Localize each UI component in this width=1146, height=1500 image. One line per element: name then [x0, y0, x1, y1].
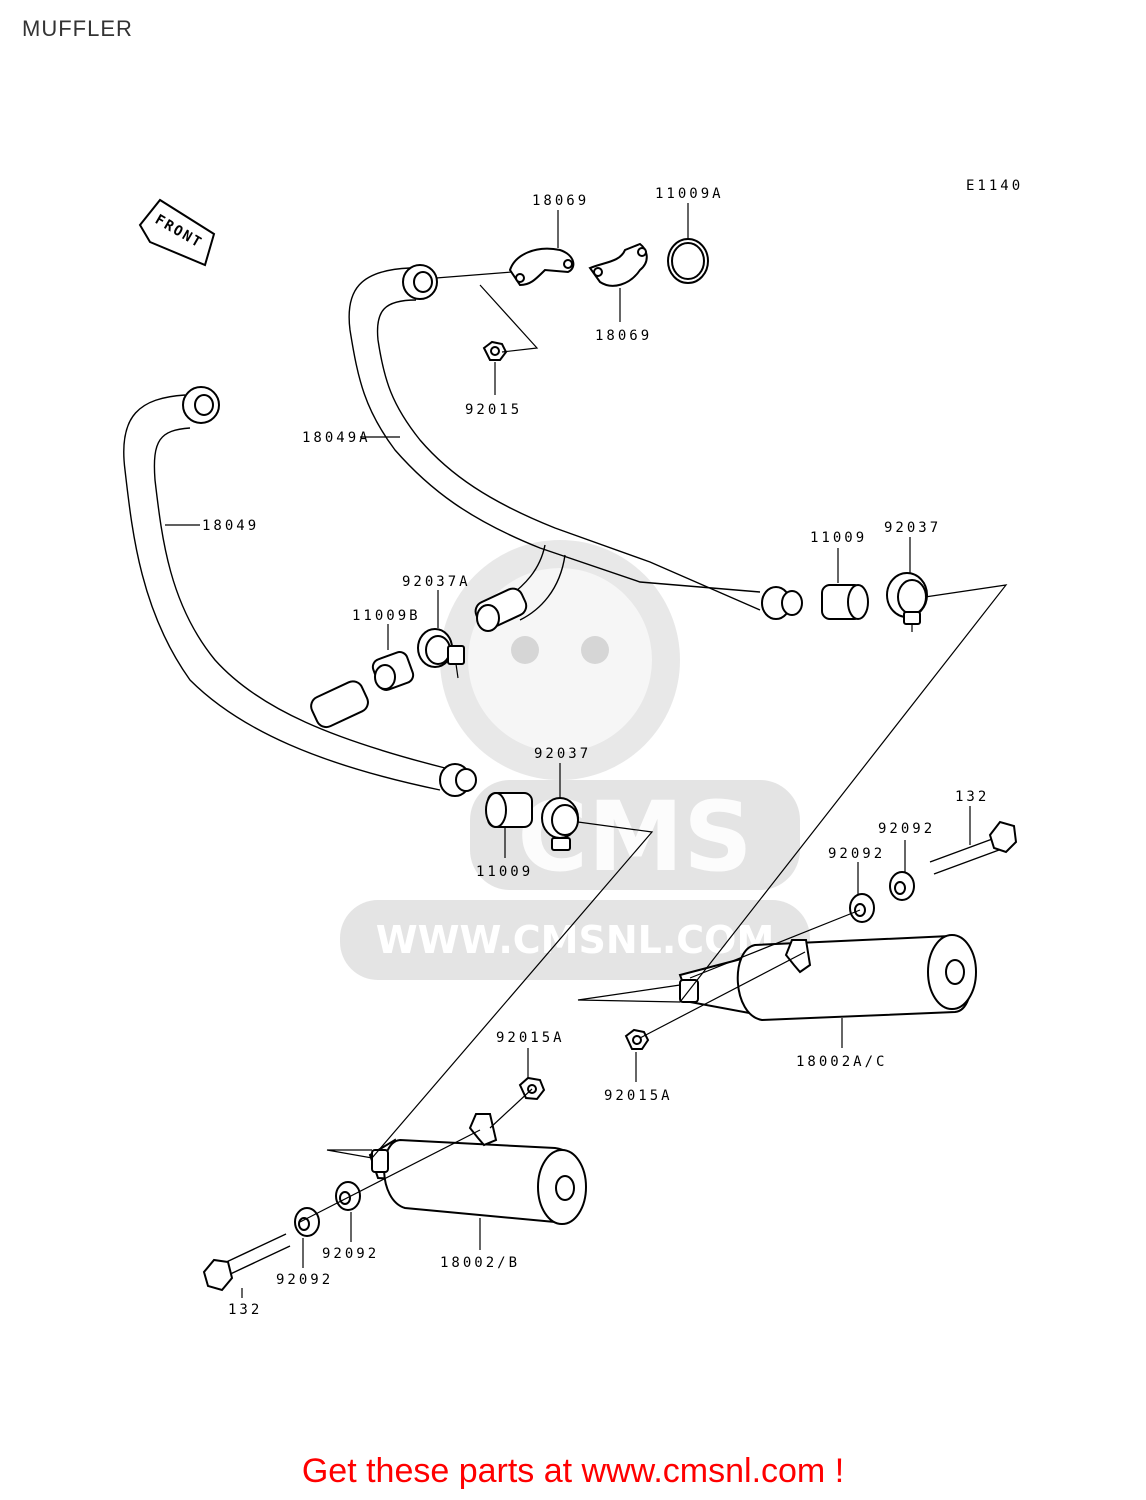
- muffler-parts-diagram: CMS WWW.CMSNL.COM FRONT: [123, 178, 1023, 1318]
- callout-92037-lower: 92037: [534, 746, 591, 762]
- leader-lines: [165, 203, 1008, 1298]
- collar-92092-lower-a: [335, 1181, 361, 1211]
- exhaust-pipe-18049: [123, 386, 477, 797]
- callout-18069-upper: 18069: [532, 193, 589, 209]
- footer-promo-text: Get these parts at www.cmsnl.com !: [301, 1452, 845, 1490]
- bolt-132-lower: [202, 1233, 291, 1292]
- watermark-url-badge: [340, 900, 810, 980]
- nut-92015A-lower: [518, 1076, 546, 1101]
- callout-11009-lower: 11009: [476, 864, 533, 880]
- callout-92092-upper-a: 92092: [828, 846, 885, 862]
- collar-92092-upper-a: [849, 893, 875, 923]
- ref-code-label: E1140: [966, 178, 1023, 194]
- callout-18049: 18049: [202, 518, 259, 534]
- callout-92092-upper-b: 92092: [878, 821, 935, 837]
- clamp-18069-lower: [588, 242, 648, 287]
- clamp-18069-upper: [508, 247, 575, 287]
- callout-92015A-lower: 92015A: [496, 1030, 565, 1046]
- collar-92092-lower-b: [294, 1207, 320, 1237]
- muffler-18002-B: [368, 1113, 587, 1225]
- callout-18049A: 18049A: [302, 430, 371, 446]
- page-title: MUFFLER: [22, 16, 133, 41]
- watermark-url-text: WWW.CMSNL.COM: [376, 918, 775, 962]
- callout-92092-lower-b: 92092: [276, 1272, 333, 1288]
- collar-92092-upper-b: [889, 871, 915, 901]
- callout-11009B: 11009B: [352, 608, 421, 624]
- callout-92092-lower-a: 92092: [322, 1246, 379, 1262]
- callout-92015: 92015: [465, 402, 522, 418]
- clamp-92037-right: [886, 572, 928, 632]
- front-direction-arrow: FRONT: [138, 198, 216, 267]
- callout-92015A-upper: 92015A: [604, 1088, 673, 1104]
- callout-18002-B: 18002/B: [440, 1255, 520, 1271]
- bolt-132-upper: [929, 820, 1018, 875]
- nut-92015A-upper: [624, 1028, 650, 1050]
- callout-18002A-C: 18002A/C: [796, 1054, 887, 1070]
- gasket-11009-right: [821, 584, 869, 620]
- nut-92015: [482, 340, 508, 361]
- exhaust-pipe-18049A: [348, 264, 803, 632]
- callout-labels: E1140 18069 11009A 18069 92015 18049A 18…: [202, 178, 1023, 1318]
- gasket-11009-lower: [485, 792, 533, 828]
- clamp-92037-lower: [541, 797, 579, 851]
- callout-18069-lower: 18069: [595, 328, 652, 344]
- callout-92037A: 92037A: [402, 574, 471, 590]
- callout-132-lower: 132: [228, 1302, 262, 1318]
- clamp-92037A: [417, 628, 465, 679]
- callout-132-upper: 132: [955, 789, 989, 805]
- gasket-11009B: [371, 651, 415, 691]
- callout-11009-right: 11009: [810, 530, 867, 546]
- callout-11009A: 11009A: [655, 186, 724, 202]
- callout-92037-right: 92037: [884, 520, 941, 536]
